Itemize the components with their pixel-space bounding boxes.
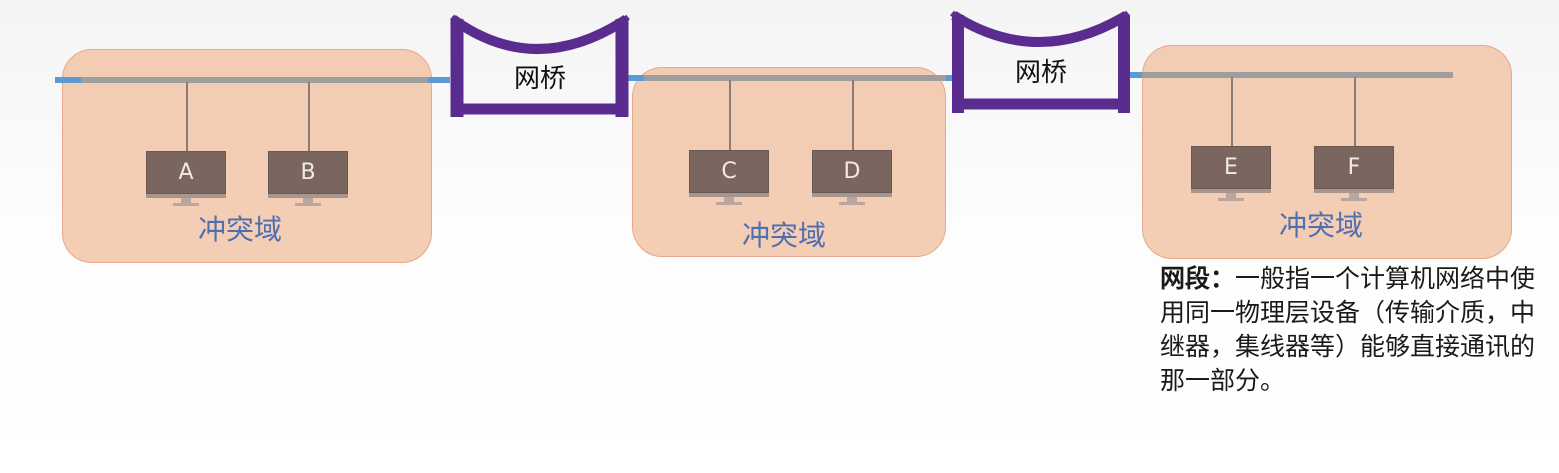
- bus-segment-1-right-end: [428, 77, 450, 83]
- host-c-label: C: [689, 150, 769, 193]
- computer-monitor-icon: A: [146, 151, 226, 207]
- drop-line-c: [729, 80, 731, 151]
- computer-monitor-icon: D: [812, 150, 892, 206]
- drop-line-e: [1231, 77, 1233, 147]
- collision-domain-1: [62, 49, 432, 263]
- bridge-label-1: 网桥: [514, 64, 567, 94]
- computer-monitor-icon: E: [1191, 146, 1271, 202]
- collision-domain-2: [632, 67, 946, 257]
- bus-segment-1: [81, 77, 428, 83]
- computer-monitor-icon: F: [1314, 146, 1394, 202]
- collision-domain-label-1: 冲突域: [198, 213, 283, 246]
- computer-monitor-icon: C: [689, 150, 769, 206]
- bus-segment-1-left-end: [55, 77, 81, 83]
- drop-line-b: [308, 82, 310, 152]
- host-d-label: D: [812, 150, 892, 193]
- host-e-label: E: [1191, 146, 1271, 189]
- host-a-label: A: [146, 151, 226, 194]
- computer-monitor-icon: B: [268, 151, 348, 207]
- bus-segment-3: [1142, 72, 1453, 78]
- bridge-icon: [950, 10, 1130, 113]
- definition-term: 网段: [1160, 264, 1211, 293]
- bridge-label-2: 网桥: [1015, 58, 1068, 88]
- collision-domain-label-2: 冲突域: [742, 219, 827, 252]
- host-b-label: B: [268, 151, 348, 194]
- drop-line-d: [852, 80, 854, 151]
- network-segment-definition: 网段：一般指一个计算机网络中使用同一物理层设备（传输介质，中继器，集线器等）能够…: [1160, 262, 1552, 398]
- bus-segment-2-right-end: [946, 75, 954, 81]
- drop-line-f: [1354, 77, 1356, 147]
- definition-separator: ：: [1210, 264, 1236, 293]
- collision-domain-label-3: 冲突域: [1279, 209, 1364, 242]
- host-f-label: F: [1314, 146, 1394, 189]
- bridge-icon: [450, 14, 630, 117]
- bus-segment-2: [644, 75, 946, 81]
- definition-text: 一般指一个计算机网络中使用同一物理层设备（传输介质，中继器，集线器等）能够直接通…: [1160, 264, 1536, 395]
- drop-line-a: [186, 82, 188, 152]
- bus-segment-2-left-end: [628, 75, 644, 81]
- bus-segment-3-left-end: [1130, 72, 1142, 78]
